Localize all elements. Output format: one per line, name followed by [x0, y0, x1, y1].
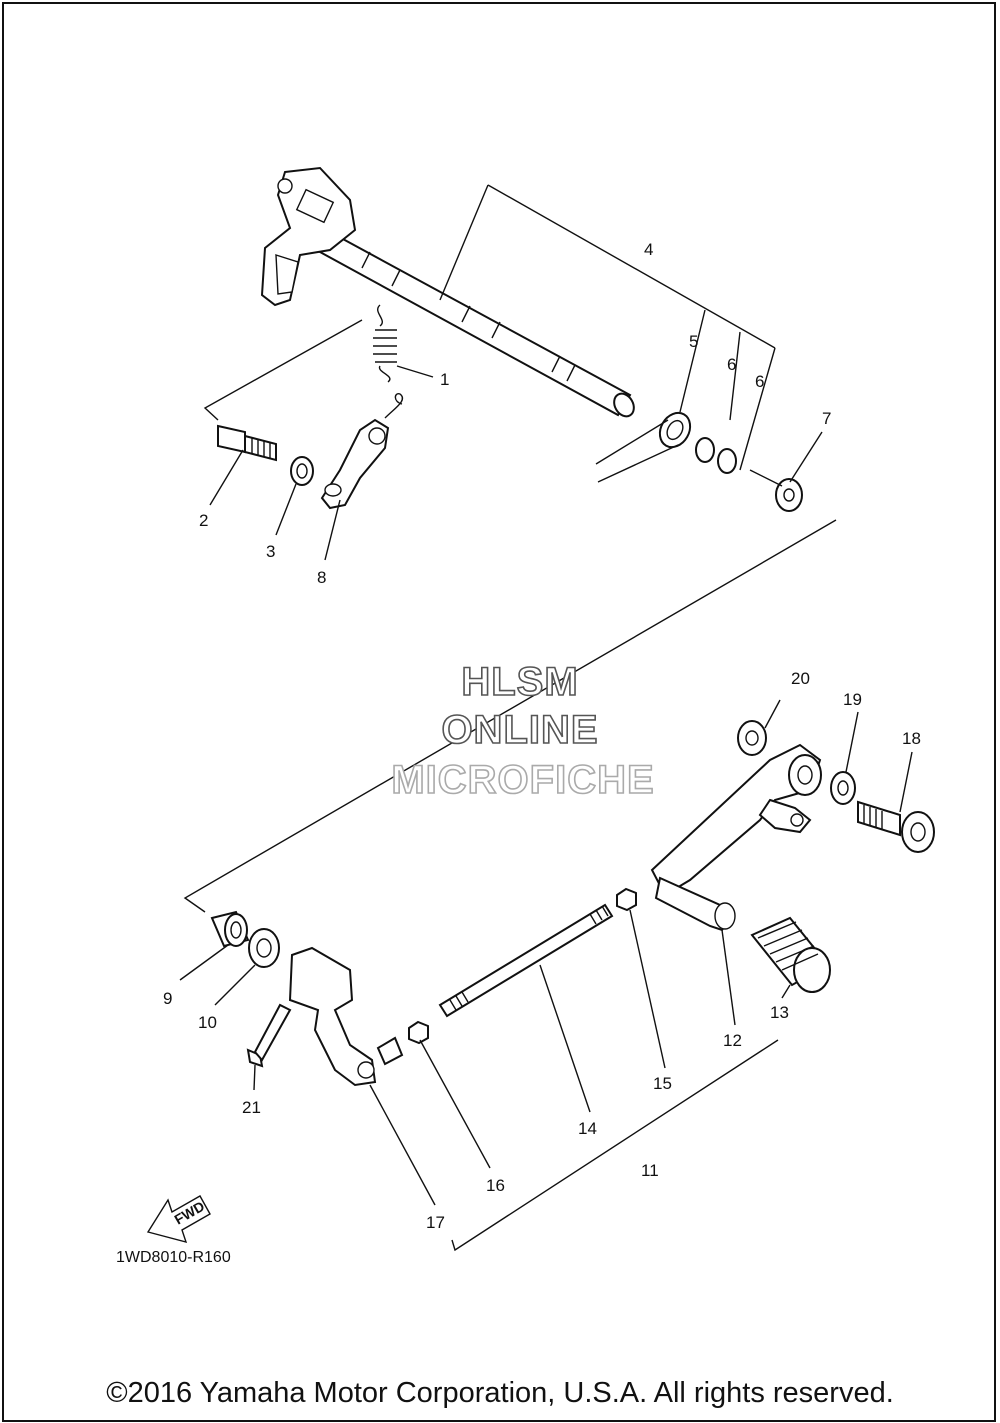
- copyright-notice: ©2016 Yamaha Motor Corporation, U.S.A. A…: [106, 1377, 894, 1409]
- callout-1: 1: [440, 370, 449, 389]
- callout-21: 21: [242, 1098, 261, 1117]
- watermark-line-2: ONLINE: [441, 708, 598, 752]
- callout-5: 5: [689, 332, 698, 351]
- callout-4: 4: [644, 240, 653, 259]
- callout-17: 17: [426, 1213, 445, 1232]
- circlip-part-6b[interactable]: [717, 448, 737, 474]
- collar-part-5[interactable]: [595, 407, 696, 483]
- callout-10: 10: [198, 1013, 217, 1032]
- fwd-arrow-icon: FWD: [146, 1195, 211, 1244]
- circlip-part-6a[interactable]: [695, 437, 715, 463]
- bolt-part-2[interactable]: [217, 424, 277, 462]
- bolt-part-21[interactable]: [246, 1003, 292, 1068]
- callout-11: 11: [641, 1161, 659, 1180]
- shift-arm-part-17[interactable]: [288, 946, 404, 1087]
- nut-part-16[interactable]: [408, 1020, 429, 1045]
- callout-19: 19: [843, 690, 862, 709]
- watermark: HLSM ONLINE MICROFICHE: [391, 659, 655, 803]
- callout-20: 20: [791, 669, 810, 688]
- callout-9: 9: [163, 989, 172, 1008]
- watermark-line-1: HLSM: [461, 660, 578, 704]
- shift-shaft[interactable]: [260, 166, 638, 420]
- callout-16: 16: [486, 1176, 505, 1195]
- callout-7: 7: [822, 409, 831, 428]
- bearing-part-9[interactable]: [210, 910, 250, 948]
- diagram-code: 1WD8010-R160: [116, 1249, 231, 1266]
- stopper-lever-part-8[interactable]: [320, 393, 404, 510]
- callout-3: 3: [266, 542, 275, 561]
- nut-part-15[interactable]: [616, 887, 637, 912]
- callout-18: 18: [902, 729, 921, 748]
- bolt-part-18[interactable]: [857, 800, 935, 853]
- callout-15: 15: [653, 1074, 672, 1093]
- shift-rod-part-14[interactable]: [438, 903, 614, 1018]
- callout-labels: 1 2 3 4 5 6 6 7 8 9 10 11 12 13 14 15 16…: [163, 240, 921, 1232]
- callout-6b: 6: [755, 372, 764, 391]
- shift-pedal-part-12[interactable]: [650, 743, 822, 932]
- callout-6a: 6: [727, 355, 736, 374]
- callout-12: 12: [723, 1031, 742, 1050]
- callout-2: 2: [199, 511, 208, 530]
- callout-13: 13: [770, 1003, 789, 1022]
- spring-part-1[interactable]: [373, 304, 397, 383]
- callout-14: 14: [578, 1119, 597, 1138]
- callout-8: 8: [317, 568, 326, 587]
- leader-lines-upper: [183, 184, 837, 913]
- pedal-rubber-part-13[interactable]: [750, 916, 831, 993]
- leader-lines-lower: [179, 699, 913, 1252]
- watermark-line-3: MICROFICHE: [391, 758, 654, 802]
